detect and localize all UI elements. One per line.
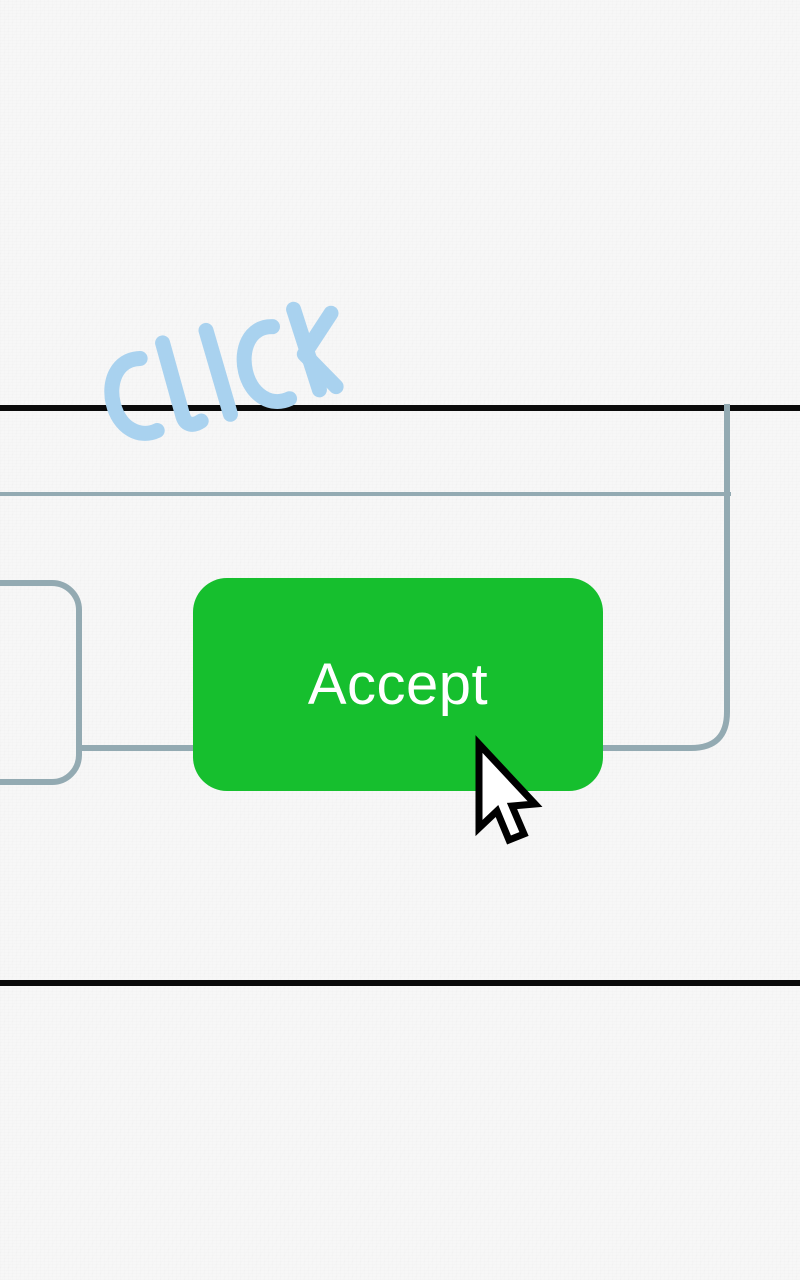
accept-button-label: Accept	[307, 651, 489, 717]
previous-option-button[interactable]	[0, 580, 82, 785]
connector-right	[560, 404, 800, 764]
divider-top	[0, 405, 800, 411]
divider-bottom	[0, 980, 800, 986]
accept-button[interactable]: Accept	[193, 578, 603, 791]
connector-left	[78, 745, 208, 751]
divider-thin	[0, 492, 731, 496]
click-annotation	[89, 293, 357, 458]
